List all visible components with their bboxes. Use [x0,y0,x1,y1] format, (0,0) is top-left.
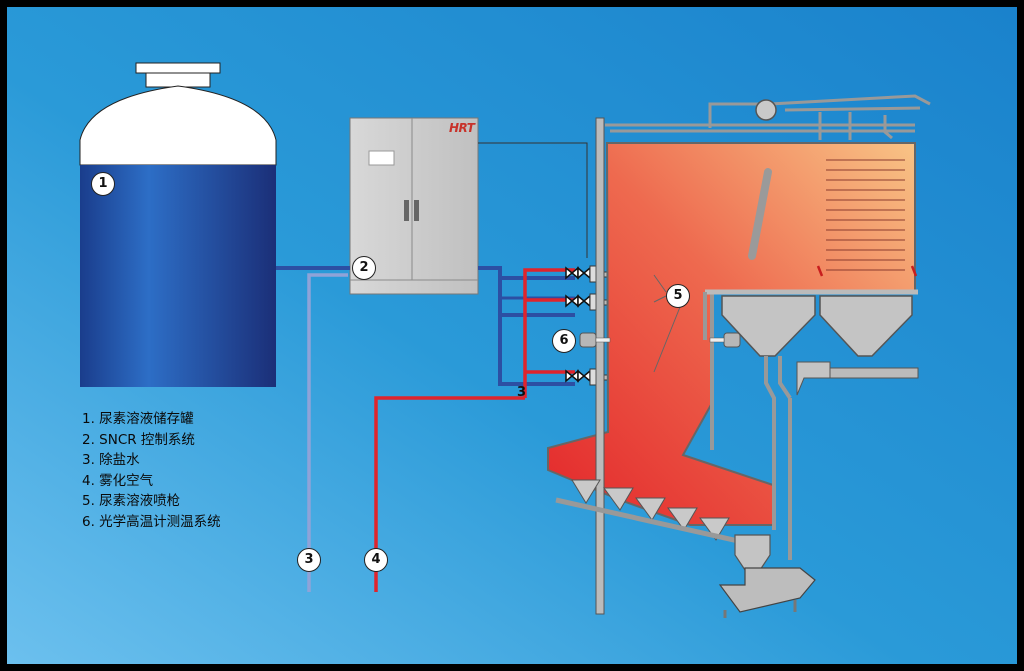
pipe-label-water: 3 [517,385,527,400]
legend-item: 3. 除盐水 [82,452,140,468]
pipe-network [276,142,588,592]
boiler [547,94,931,618]
optical-pyrometer-sensors [579,332,741,348]
injection-valves [565,266,591,383]
legend: 1. 尿素溶液储存罐 2. SNCR 控制系统 3. 除盐水 4. 雾化空气 5… [82,409,221,532]
badge-pyrometer: 6 [552,329,576,353]
badge-atomizing-air: 4 [364,548,388,572]
badge-control-system: 2 [352,256,376,280]
lance-callout-lines [653,274,681,373]
legend-item: 4. 雾化空气 [82,472,154,489]
legend-item: 5. 尿素溶液喷枪 [82,493,181,509]
hrt-logo: HRT [449,121,475,135]
legend-item: 6. 光学高温计测温系统 [82,513,221,530]
legend-item: 2. SNCR 控制系统 [82,431,195,448]
legend-item: 1. 尿素溶液储存罐 [82,411,194,427]
badge-demineralized-water: 3 [297,548,321,572]
urea-storage-tank [79,62,277,387]
badge-injection-lances: 5 [666,284,690,308]
badge-tank: 1 [91,172,115,196]
